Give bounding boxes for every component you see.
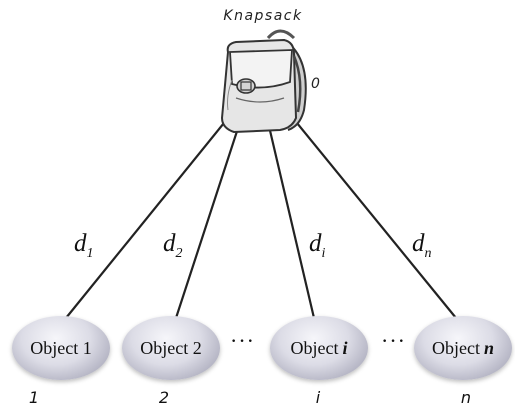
edge-label-sub: i <box>321 246 326 261</box>
knapsack-index: 0 <box>311 76 320 92</box>
object-node-suffix: i <box>342 337 348 358</box>
edge-label-base: d <box>163 230 176 257</box>
edge-label-sub: 1 <box>86 246 94 261</box>
node-index-n: n <box>460 388 472 407</box>
edge-label-1: d1 <box>74 230 94 262</box>
node-index-i: i <box>315 388 321 407</box>
edge-label-n: dn <box>412 230 432 262</box>
knapsack-icon <box>220 29 307 134</box>
edge-line-1 <box>65 117 229 319</box>
edge-label-base: d <box>309 230 322 257</box>
edge-label-i: di <box>309 230 325 262</box>
edge-label-2: d2 <box>163 230 183 262</box>
edge-label-base: d <box>412 230 425 257</box>
knapsack-title: Knapsack <box>223 8 303 24</box>
node-index-2: 2 <box>158 388 170 407</box>
edge-line-n <box>287 111 457 319</box>
object-node-1: Object 1 <box>12 316 110 380</box>
object-node-label: Object <box>432 337 480 358</box>
object-node-label: Object 1 <box>30 337 92 358</box>
node-index-1: 1 <box>28 388 40 407</box>
edge-label-sub: n <box>424 246 432 261</box>
object-node-label: Object 2 <box>140 337 202 358</box>
edge-label-sub: 2 <box>175 246 183 261</box>
object-node-2: Object 2 <box>122 316 220 380</box>
edge-line-2 <box>174 121 242 319</box>
edge-line-i <box>266 121 316 319</box>
ellipsis-left: ··· <box>230 328 255 353</box>
edge-label-base: d <box>74 230 87 257</box>
ellipsis-right: ··· <box>381 328 406 353</box>
object-node-label: Object <box>290 337 339 358</box>
object-node-suffix: n <box>483 337 494 358</box>
